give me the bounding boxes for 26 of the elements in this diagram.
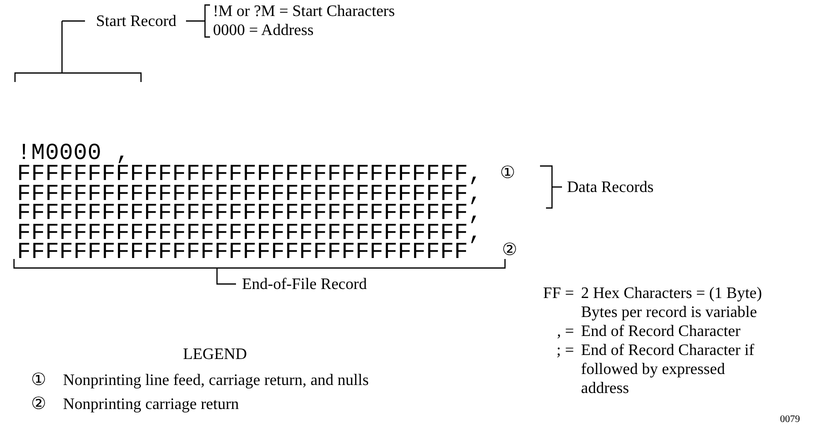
callout-number: ①: [31, 371, 46, 390]
legend-text: Nonprinting line feed, carriage return, and nulls: [63, 371, 369, 390]
legend-heading: LEGEND: [183, 345, 247, 364]
figure-number: 0079: [780, 413, 800, 425]
bracket-label: End-of-File Record: [242, 275, 367, 294]
record-line: FFFFFFFFFFFFFFFFFFFFFFFFFFFFFFFF,: [17, 222, 482, 242]
definition-text: End of Record Character: [581, 322, 740, 341]
callout-number: ②: [31, 395, 46, 414]
record-line: FFFFFFFFFFFFFFFFFFFFFFFFFFFFFFFF,: [17, 203, 482, 223]
note-text: 0000 = Address: [213, 21, 314, 40]
definition-text: Bytes per record is variable: [581, 303, 757, 322]
record-line: FFFFFFFFFFFFFFFFFFFFFFFFFFFFFFFF,: [17, 164, 482, 184]
callout-number: ②: [502, 241, 518, 260]
definition-text: 2 Hex Characters = (1 Byte): [581, 284, 762, 303]
note-text: !M or ?M = Start Characters: [213, 2, 395, 21]
bracket-label: Data Records: [567, 178, 654, 197]
definition-term: FF =: [542, 284, 574, 303]
legend-text: Nonprinting carriage return: [63, 395, 239, 414]
bracket-label: Start Record: [96, 12, 176, 31]
record-line: FFFFFFFFFFFFFFFFFFFFFFFFFFFFFFFF: [17, 242, 468, 262]
record-line: FFFFFFFFFFFFFFFFFFFFFFFFFFFFFFFF,: [17, 184, 482, 204]
callout-number: ①: [500, 164, 516, 183]
definition-term: , =: [556, 322, 574, 341]
record-line: !M0000 ,: [17, 143, 130, 163]
definition-term: ; =: [556, 341, 574, 360]
definition-text: End of Record Character if followed by expressed address: [581, 341, 755, 398]
